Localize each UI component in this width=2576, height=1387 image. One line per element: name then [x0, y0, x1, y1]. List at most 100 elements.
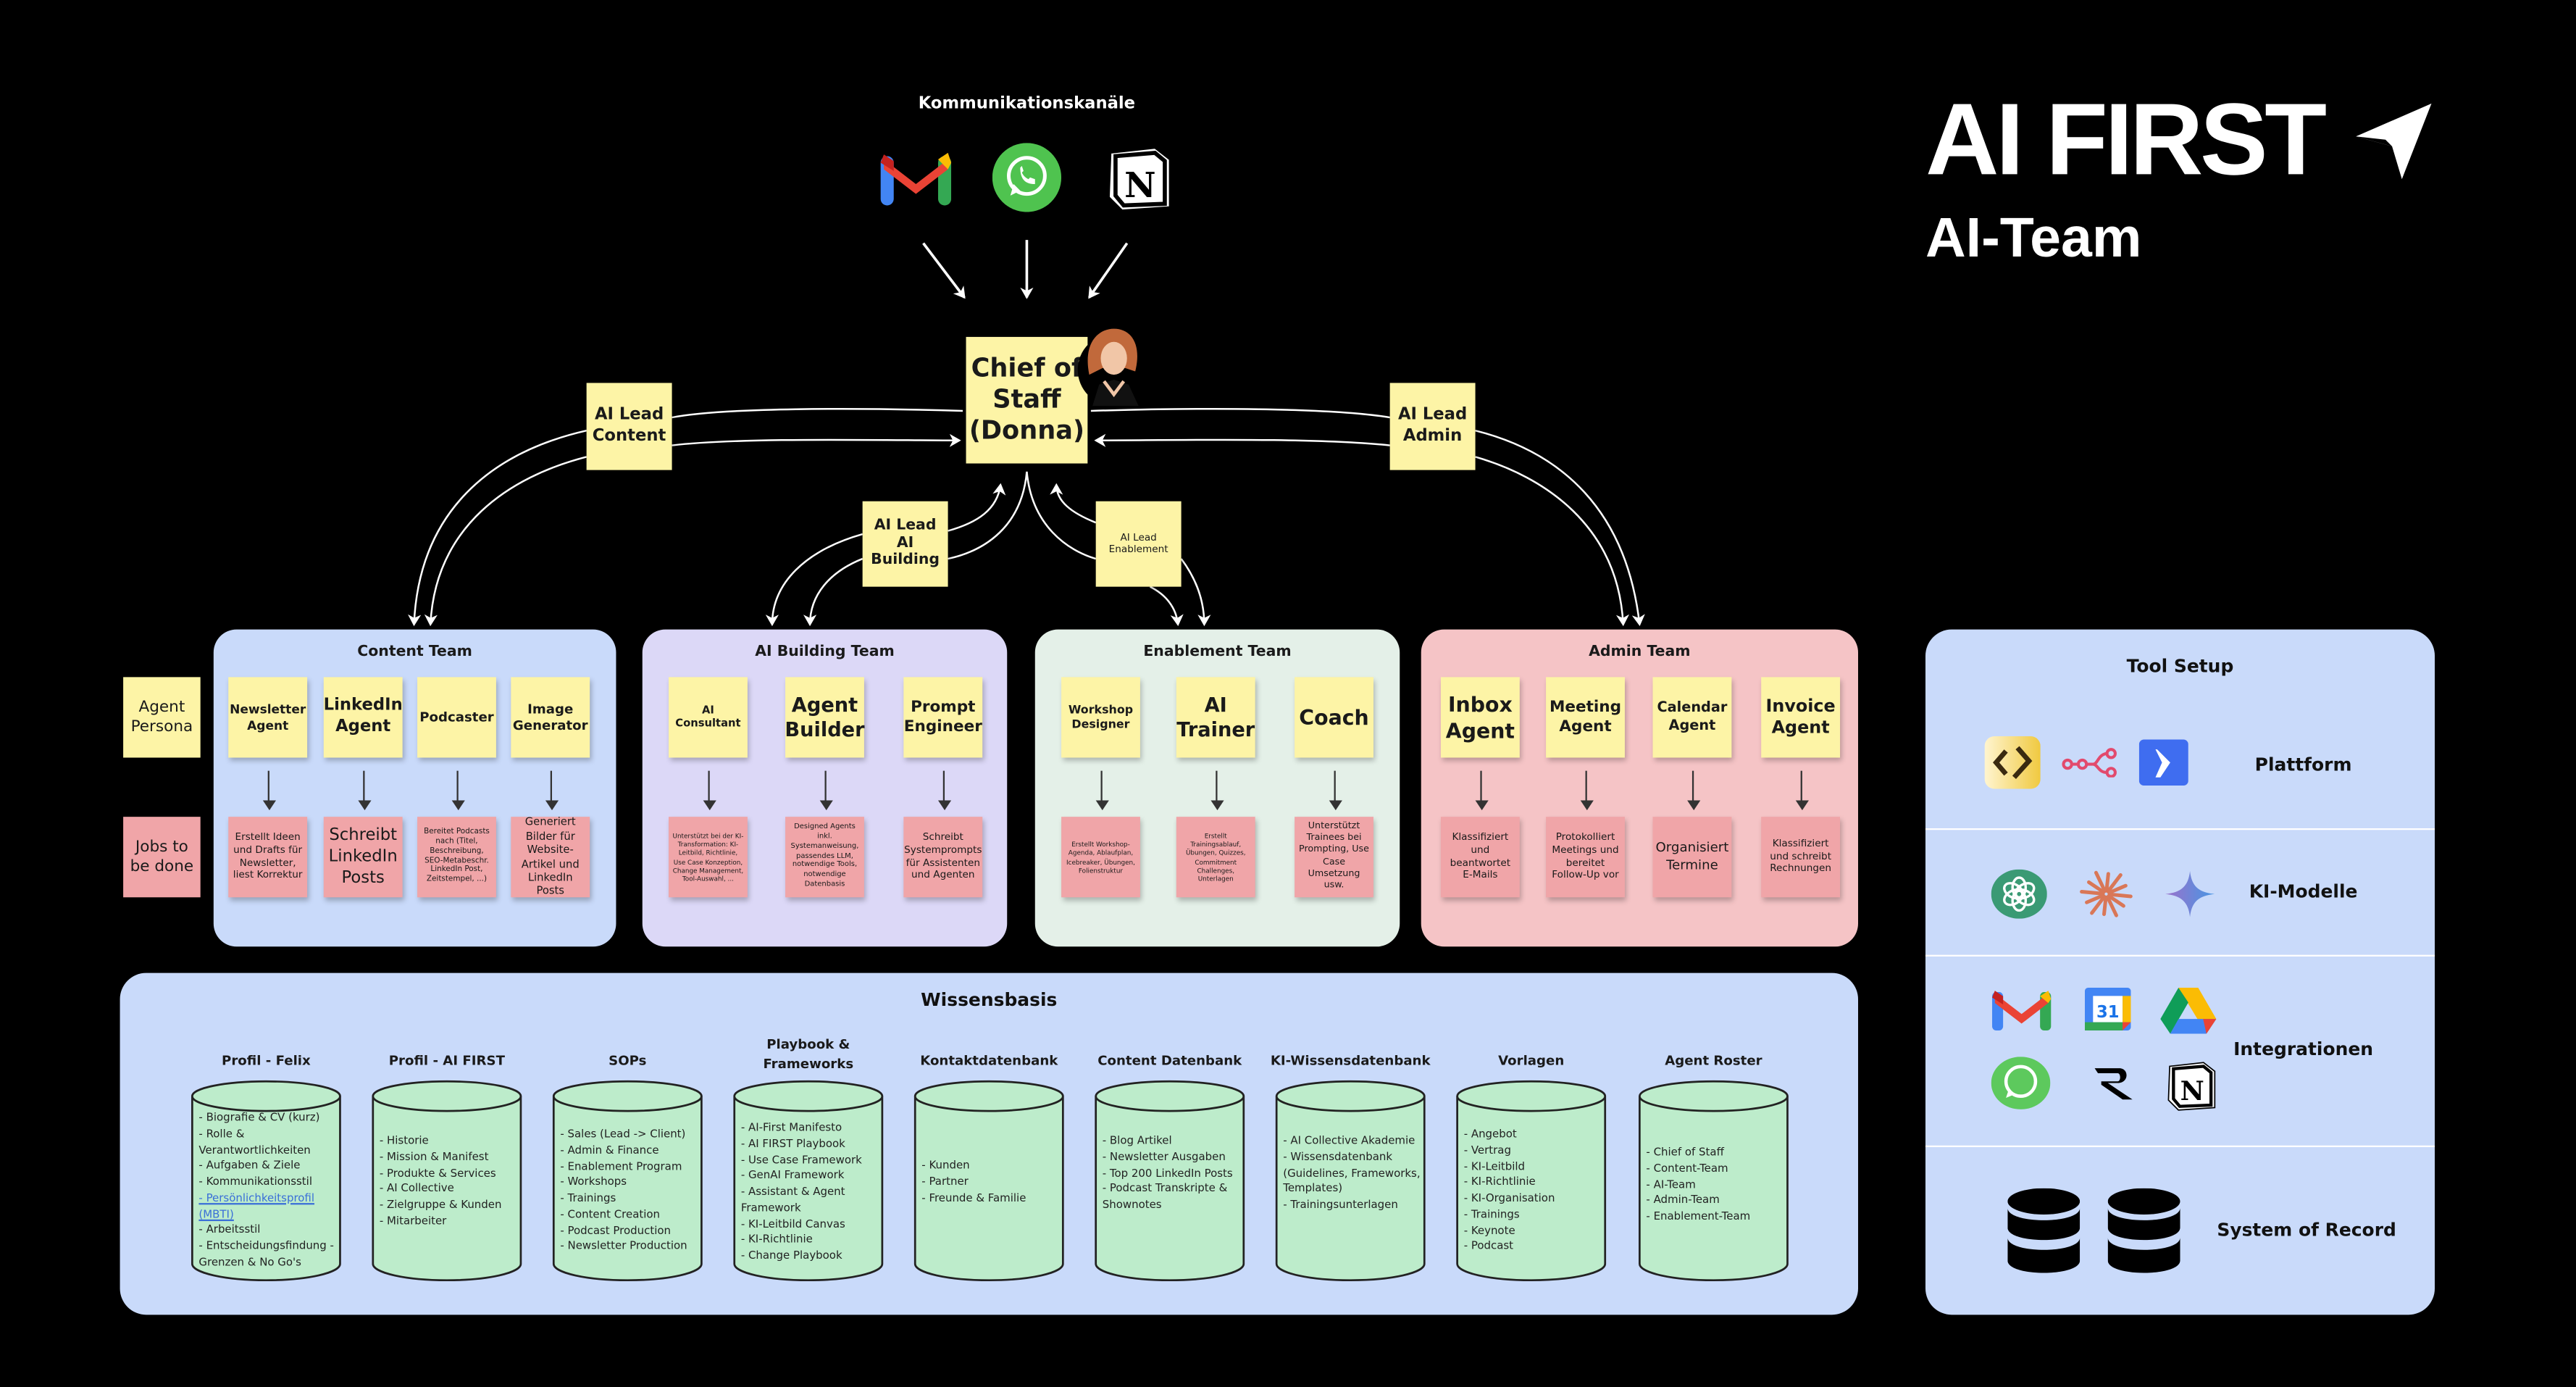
job-card[interactable]: Erstellt Workshop-Agenda, Ablaufplan, Ic… — [1061, 817, 1140, 898]
label-line: AI Lead — [874, 517, 937, 534]
tool-setup-panel: Tool Setup Plattform KI-Modelle Integrat… — [1925, 629, 2435, 1315]
database-item: - Partner — [921, 1174, 969, 1188]
arrow-down-icon — [544, 770, 558, 811]
database-item: - KI-Richtlinie — [1463, 1175, 1536, 1189]
database-cylinder[interactable] — [1094, 1080, 1245, 1283]
job-card[interactable]: Bereitet Podcasts nach (Titel, Beschreib… — [417, 817, 496, 898]
database-item: - AI FIRST Playbook — [740, 1136, 845, 1150]
database-item: - Biografie & CV (kurz) — [198, 1111, 320, 1125]
arrow-gmail-to-chief — [922, 242, 966, 299]
agent-persona-card[interactable]: AI Trainer — [1176, 677, 1255, 758]
tool-setup-title: Tool Setup — [2126, 655, 2234, 678]
agent-persona-card[interactable]: Prompt Engineer — [903, 677, 983, 758]
arrow-admin-lead-to-team — [1475, 429, 1645, 627]
n8n-icon[interactable] — [2062, 748, 2117, 778]
label-line: Staff — [992, 384, 1061, 415]
openai-icon[interactable] — [1991, 869, 2047, 919]
database-icon[interactable] — [2107, 1188, 2180, 1274]
google-calendar-icon[interactable]: 31 — [2084, 988, 2131, 1030]
claude-icon[interactable] — [2078, 870, 2134, 919]
database-item: - Rolle & Verantwortlichkeiten — [198, 1127, 311, 1157]
agent-persona-card[interactable]: Meeting Agent — [1546, 677, 1625, 758]
arrow-down-icon — [819, 770, 832, 811]
code-brackets-icon[interactable] — [1984, 736, 2041, 789]
arrow-admin-lead-to-team-2 — [1475, 456, 1630, 627]
r-logo-icon[interactable] — [2093, 1065, 2136, 1101]
database-cylinder[interactable] — [372, 1080, 523, 1283]
job-card[interactable]: Unterstützt Trainees bei Prompting, Use … — [1295, 817, 1373, 898]
label-line: Admin — [1402, 426, 1463, 445]
database-contents: - Historie- Mission & Manifest- Produkte… — [380, 1134, 518, 1230]
database-item: - Podcast Transkripte & Shownotes — [1102, 1182, 1228, 1212]
agent-persona-card[interactable]: Newsletter Agent — [228, 677, 308, 758]
database-item: - KI-Leitbild Canvas — [740, 1217, 845, 1230]
agent-persona-card[interactable]: Agent Builder — [785, 677, 865, 758]
job-card[interactable]: Klassifiziert und schreibt Rechnungen — [1761, 817, 1841, 898]
agent-persona-card[interactable]: AI Consultant — [669, 677, 748, 758]
whatsapp-icon[interactable] — [1991, 1057, 2051, 1109]
database-item: - Mission & Manifest — [379, 1149, 489, 1164]
line-chief-to-enablement-lead — [1026, 471, 1097, 560]
database-cylinder[interactable] — [552, 1080, 703, 1283]
line-chief-to-building-lead — [948, 471, 1028, 560]
whatsapp-icon[interactable] — [992, 143, 1062, 212]
job-card[interactable]: Unterstützt bei der KI-Transformation: K… — [669, 817, 748, 898]
database-cylinder[interactable] — [732, 1080, 884, 1283]
database-item: - Admin-Team — [1646, 1194, 1720, 1207]
line-chief-to-admin-lead — [1090, 408, 1390, 419]
notion-icon[interactable]: N — [1105, 145, 1173, 214]
agent-persona-card[interactable]: Calendar Agent — [1652, 677, 1732, 758]
chevron-app-icon[interactable] — [2138, 739, 2188, 786]
agent-persona-card[interactable]: LinkedIn Agent — [324, 677, 403, 758]
arrow-admin-lead-to-chief — [1094, 433, 1390, 447]
database-title: Vorlagen — [1498, 1053, 1565, 1069]
job-card[interactable]: Organisiert Termine — [1652, 817, 1732, 898]
avatar — [1077, 328, 1150, 407]
database-contents: - Biografie & CV (kurz) - Rolle & Verantw… — [198, 1111, 337, 1271]
job-card[interactable]: Erstellt Trainingsablauf, Übungen, Quizz… — [1176, 817, 1255, 898]
agent-persona-card[interactable]: Invoice Agent — [1761, 677, 1841, 758]
notion-icon[interactable]: N — [2165, 1060, 2218, 1113]
database-icon[interactable] — [2007, 1188, 2081, 1274]
arrow-content-lead-to-team — [408, 429, 587, 627]
google-drive-icon[interactable] — [2160, 988, 2217, 1034]
database-cylinder[interactable] — [1638, 1080, 1789, 1283]
database-cylinder[interactable] — [1455, 1080, 1607, 1283]
job-card[interactable]: Klassifiziert und beantwortet E-Mails — [1440, 817, 1520, 898]
knowledge-base-title: Wissensbasis — [921, 989, 1058, 1011]
agent-persona-card[interactable]: Coach — [1295, 677, 1373, 758]
database-cylinder[interactable] — [1275, 1080, 1426, 1283]
job-card[interactable]: Generiert Bilder für Website-Artikel und… — [511, 815, 590, 898]
label-line: Chief of — [971, 353, 1083, 383]
database-cylinder[interactable] — [191, 1080, 342, 1283]
database-cylinder[interactable] — [913, 1080, 1065, 1283]
agent-persona-card[interactable]: Inbox Agent — [1440, 677, 1520, 758]
job-card[interactable]: Schreibt LinkedIn Posts — [323, 817, 403, 898]
profile-link[interactable]: - Persönlichkeitsprofil (MBTI) — [198, 1191, 315, 1220]
database-item: - Top 200 LinkedIn Posts — [1102, 1166, 1233, 1180]
job-card[interactable]: Schreibt Systemprompts für Assistenten u… — [903, 817, 983, 898]
tool-section-integrationen: Integrationen — [2233, 1038, 2374, 1060]
gmail-icon[interactable] — [1991, 989, 2052, 1030]
agent-persona-card[interactable]: Workshop Designer — [1061, 677, 1140, 758]
database-item: - Enablement Program — [560, 1159, 682, 1173]
agent-persona-card[interactable]: Image Generator — [511, 677, 590, 758]
job-card[interactable]: Protokolliert Meetings und bereitet Foll… — [1546, 817, 1625, 898]
agent-persona-card[interactable]: Podcaster — [417, 677, 496, 758]
svg-text:N: N — [1124, 165, 1156, 206]
arrow-down-icon — [262, 770, 275, 811]
label-line: (Donna) — [969, 415, 1085, 446]
database-item: - Trainings — [1463, 1207, 1520, 1221]
job-card[interactable]: Erstellt Ideen und Drafts für Newsletter… — [228, 817, 308, 898]
job-card[interactable]: Designed Agents inkl. Systemanweisung, p… — [785, 817, 864, 898]
gemini-icon[interactable] — [2165, 870, 2215, 917]
arrow-content-lead-to-chief — [672, 433, 961, 447]
gmail-icon[interactable] — [880, 149, 952, 206]
database-title: SOPs — [609, 1053, 647, 1069]
database-item: - Content Creation — [560, 1207, 661, 1221]
